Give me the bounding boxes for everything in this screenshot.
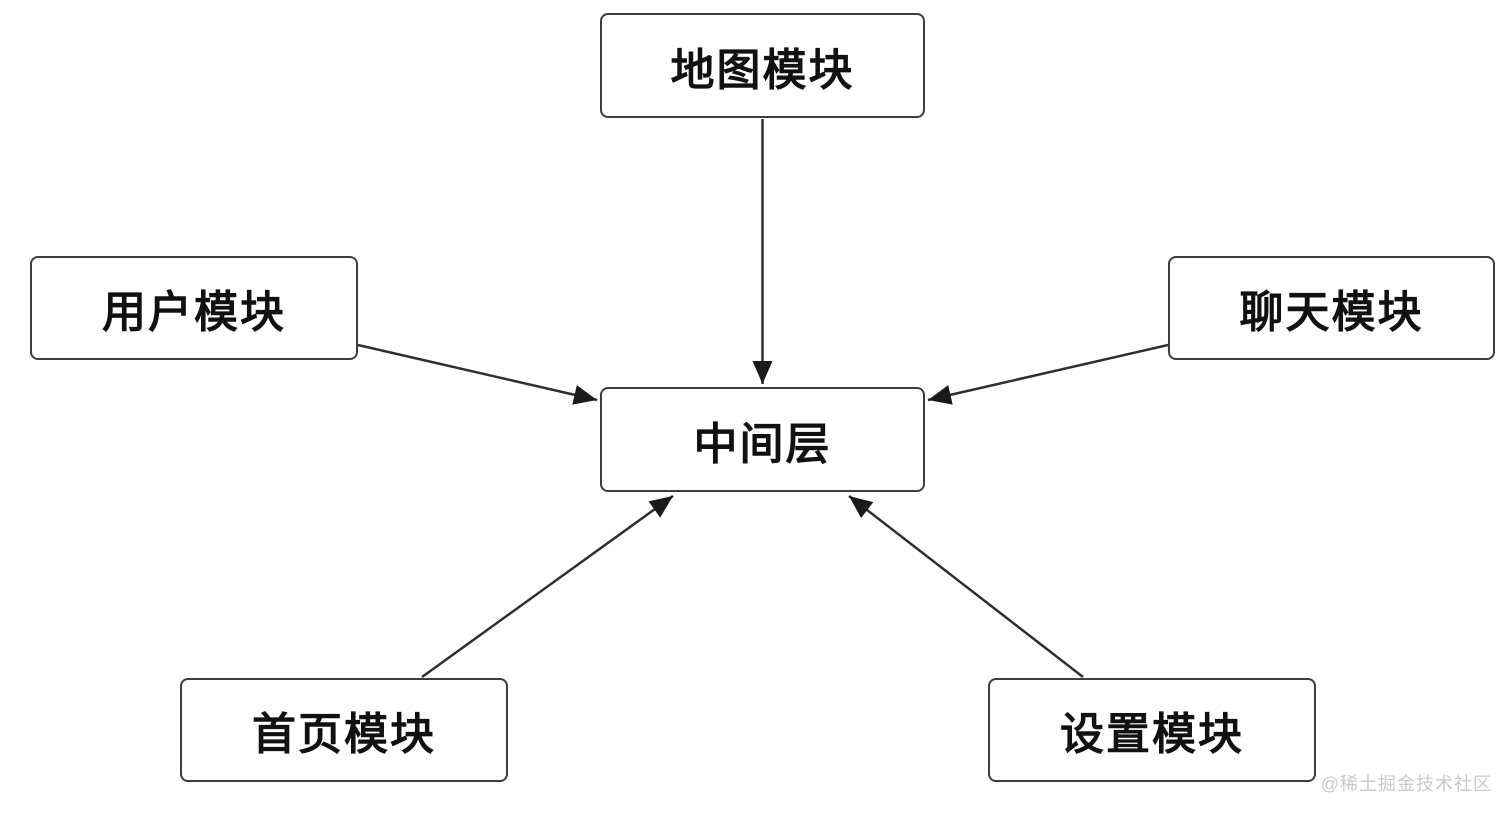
node-middle-layer-label: 中间层 [693, 419, 832, 469]
arrow-home-to-middle [421, 494, 674, 679]
node-settings-module: 设置模块 [988, 678, 1316, 782]
watermark: @稀土掘金技术社区 [1320, 774, 1492, 794]
arrow-chat-to-middle [927, 343, 1169, 405]
arrow-settings-to-middle [848, 495, 1084, 678]
node-user-module: 用户模块 [30, 256, 358, 360]
node-chat-module: 聊天模块 [1168, 256, 1495, 360]
node-user-module-label: 用户模块 [102, 288, 286, 337]
arrow-user-to-middle [357, 343, 598, 405]
node-map-module-label: 地图模块 [670, 45, 855, 95]
node-middle-layer: 中间层 [600, 387, 925, 492]
node-settings-module-label: 设置模块 [1060, 710, 1244, 759]
node-home-module: 首页模块 [180, 678, 508, 782]
node-map-module: 地图模块 [600, 13, 925, 118]
node-chat-module-label: 聊天模块 [1239, 288, 1424, 337]
node-home-module-label: 首页模块 [252, 710, 436, 759]
